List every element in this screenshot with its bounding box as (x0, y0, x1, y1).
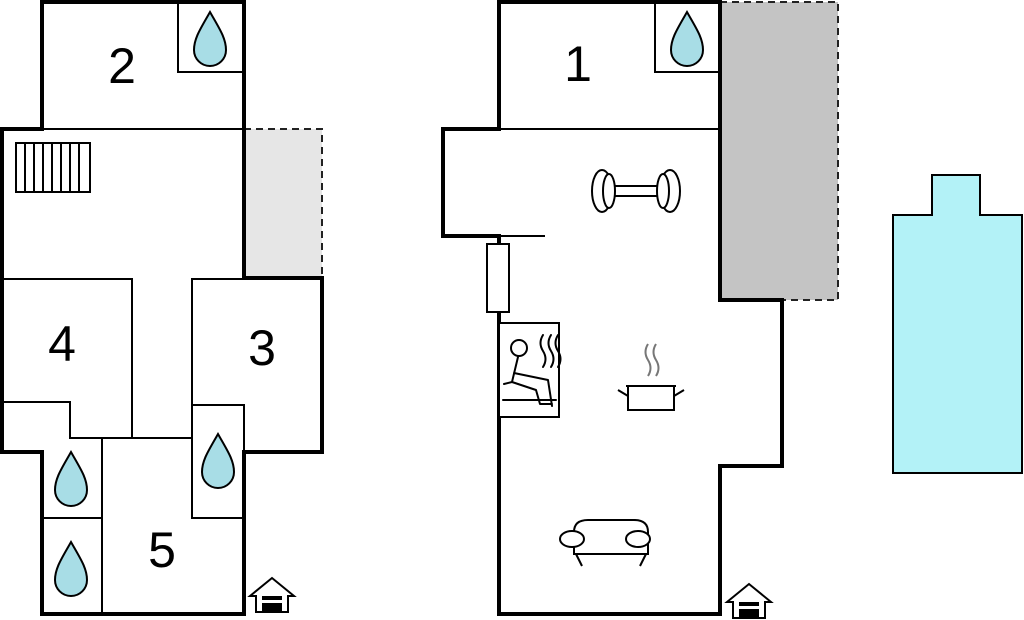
water-drop-icon (192, 9, 228, 67)
sauna-icon (498, 322, 562, 418)
entrance-icon (724, 582, 774, 619)
terrace-left (243, 128, 323, 278)
room-label-2: 2 (108, 38, 136, 94)
room3-wall (191, 278, 322, 438)
dumbbell-icon (591, 169, 681, 213)
entrance-icon (247, 576, 297, 613)
room5-bath-wall (191, 438, 244, 519)
room-label-4: 4 (48, 316, 76, 372)
bathroom-room1-wall (654, 2, 720, 73)
room4-wall (2, 278, 133, 438)
water-drop-icon (200, 431, 236, 489)
room-label-3: 3 (248, 320, 276, 376)
cooking-pot-icon (617, 343, 685, 411)
water-drop-icon (669, 9, 705, 67)
terrace-right (719, 1, 839, 301)
door-icon (486, 243, 510, 313)
room-label-5: 5 (148, 522, 176, 578)
water-drop-icon (53, 449, 89, 507)
sofa-icon (559, 519, 651, 567)
swimming-pool (892, 174, 1023, 474)
bathroom-room3-box (192, 404, 245, 452)
right-floor: 1 (441, 0, 839, 619)
bathroom-room2-wall (177, 2, 244, 73)
room-label-1: 1 (564, 36, 592, 92)
room4-lower-wall (2, 401, 192, 439)
left-floor: 2 4 3 5 (0, 0, 324, 616)
water-drop-icon (53, 539, 89, 597)
stairs-icon (15, 142, 91, 193)
right-floor-outer-wall (441, 0, 784, 616)
